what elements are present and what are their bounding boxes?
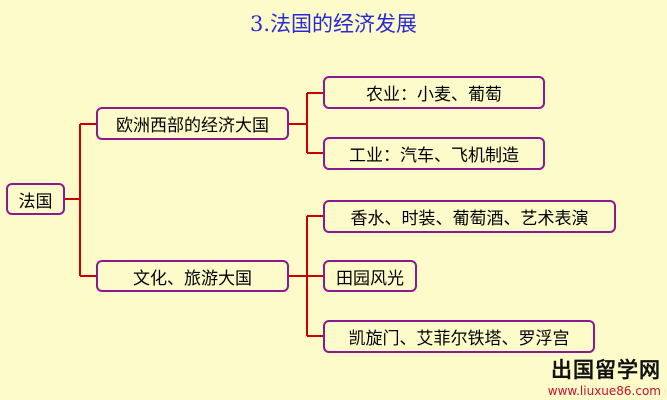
branch-culture-tourism: 文化、旅游大国 — [96, 260, 289, 292]
leaf-industry: 工业：汽车、飞机制造 — [323, 137, 545, 170]
leaf-countryside: 田园风光 — [323, 260, 417, 292]
watermark-url: www.liuxue86.com — [547, 384, 661, 398]
watermark: 出国留学网 www.liuxue86.com — [548, 354, 661, 398]
root-node: 法国 — [6, 183, 65, 215]
leaf-agriculture: 农业：小麦、葡萄 — [323, 76, 545, 109]
watermark-title: 出国留学网 — [551, 358, 661, 382]
leaf-landmarks: 凯旋门、艾菲尔铁塔、罗浮宫 — [323, 320, 595, 353]
leaf-fashion-arts: 香水、时装、葡萄酒、艺术表演 — [323, 200, 616, 233]
branch-economic-power: 欧洲西部的经济大国 — [96, 107, 289, 140]
diagram-title: 3.法国的经济发展 — [249, 12, 418, 36]
